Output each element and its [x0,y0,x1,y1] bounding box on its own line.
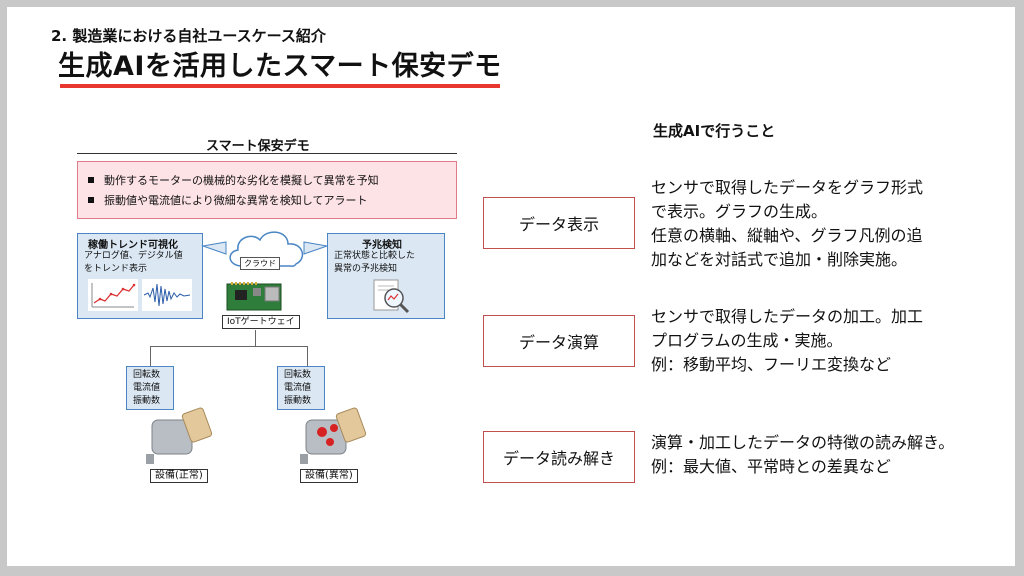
bullet-square-icon [88,177,94,183]
description-line: 例：最大値、平常時との差異など [651,457,891,476]
right-heading: 生成AIで行うこと [653,122,776,140]
trend-panel-text: をトレンド表示 [84,264,148,274]
description-line: 加などを対話式で追加・削除実施。 [651,250,908,269]
trend-line-chart-icon [88,279,138,311]
objective-bullet: 動作するモーターの機械的な劣化を模擬して異常を予知 [88,171,448,191]
gateway-label: IoTゲートウェイ [222,315,300,329]
connector-line [150,346,151,366]
category-box-data-interpretation: データ読み解き [483,431,635,483]
description-data-calculation: センサで取得したデータの加工。加工 プログラムの生成・実施。 例：移動平均、フー… [651,305,923,377]
category-box-data-calculation: データ演算 [483,315,635,367]
trend-panel-heading: 稼働トレンド可視化 [88,240,178,251]
trend-panel-text: アナログ値、デジタル値 [84,251,183,261]
slide-title: 生成AIを活用したスマート保安デモ [58,51,502,82]
description-data-display: センサで取得したデータをグラフ形式 で表示。グラフの生成。 任意の横軸、縦軸や、… [651,176,923,272]
title-underline [60,84,500,88]
equipment-label-abnormal: 設備(異常) [300,469,358,483]
section-label: 2. 製造業における自社ユースケース紹介 [51,27,326,45]
sensor-value: 電流値 [284,383,312,393]
connector-line [255,330,256,346]
anomaly-panel-text: 正常状態と比較した [334,251,416,261]
gateway-board-icon [226,282,282,311]
trend-panel: 稼働トレンド可視化 アナログ値、デジタル値 をトレンド表示 [77,233,203,319]
objective-text: 動作するモーターの機械的な劣化を模擬して異常を予知 [104,174,379,187]
equipment-label-normal: 設備(正常) [150,469,208,483]
cloud-label: クラウド [240,257,280,270]
sensor-values-abnormal: 回転数 電流値 振動数 [277,366,325,410]
diagram-title-rule [77,153,457,154]
motor-normal-icon [146,407,213,464]
category-box-data-display: データ表示 [483,197,635,249]
sensor-value: 電流値 [133,383,161,393]
sensor-value: 振動数 [133,396,161,406]
sensor-value: 振動数 [284,396,312,406]
anomaly-panel-heading: 予兆検知 [362,240,402,251]
motor-abnormal-icon [300,407,367,464]
anomaly-panel: 予兆検知 正常状態と比較した 異常の予兆検知 [327,233,445,319]
description-data-interpretation: 演算・加工したデータの特徴の読み解き。 例：最大値、平常時との差異など [651,431,954,479]
bullet-square-icon [88,197,94,203]
objective-text: 振動値や電流値により微細な異常を検知してアラート [104,194,368,207]
objective-bullet: 振動値や電流値により微細な異常を検知してアラート [88,191,448,211]
objective-box: 動作するモーターの機械的な劣化を模擬して異常を予知 振動値や電流値により微細な異… [77,161,457,219]
sensor-values-normal: 回転数 電流値 振動数 [126,366,174,410]
description-line: 例：移動平均、フーリエ変換など [651,355,892,374]
description-line: プログラムの生成・実施。 [651,331,843,350]
anomaly-panel-text: 異常の予兆検知 [334,264,398,274]
sensor-value: 回転数 [133,370,161,380]
diagram-title: スマート保安デモ [206,139,310,154]
description-line: 演算・加工したデータの特徴の読み解き。 [651,433,955,452]
description-line: センサで取得したデータの加工。加工 [651,307,924,326]
description-line: 任意の横軸、縦軸や、グラフ凡例の追 [651,226,923,245]
description-line: で表示。グラフの生成。 [651,202,828,221]
description-line: センサで取得したデータをグラフ形式 [651,178,924,197]
sensor-value: 回転数 [284,370,312,380]
waveform-chart-icon [142,279,192,311]
connector-line [307,346,308,366]
magnifier-report-icon [373,279,410,314]
cloud-link-arrows [201,241,329,255]
connector-line [150,346,308,347]
